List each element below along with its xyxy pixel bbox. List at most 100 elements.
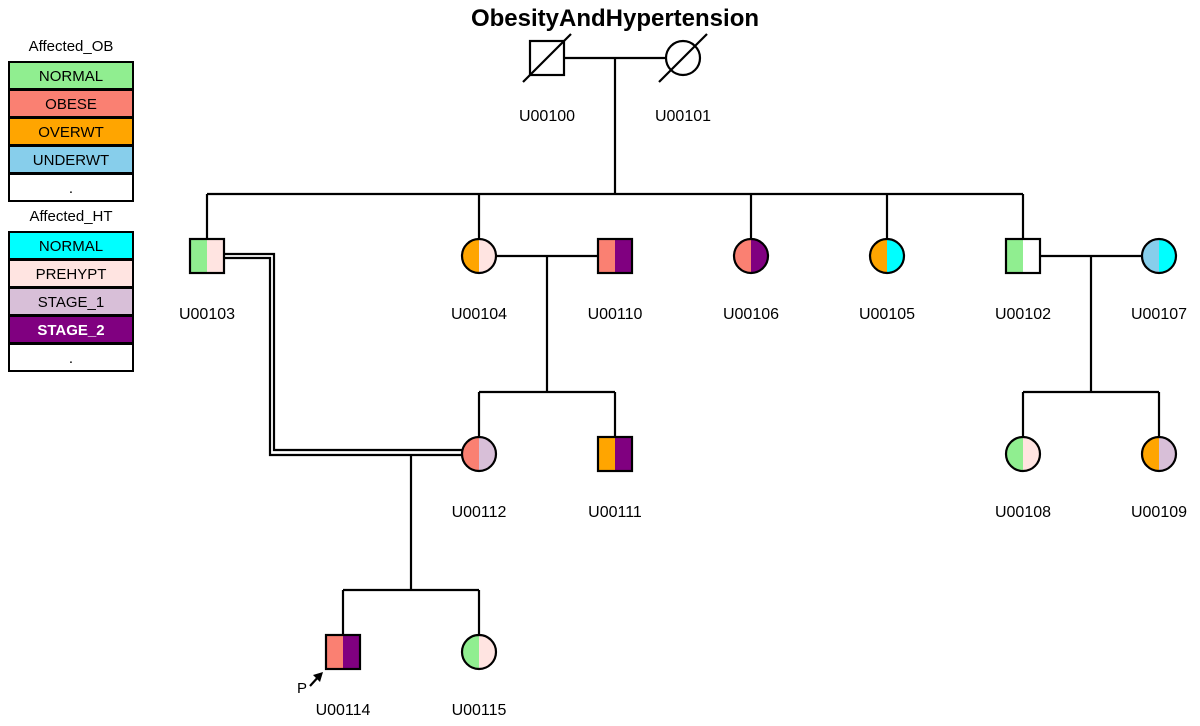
obesity-status-fill — [1142, 437, 1159, 471]
individual-id-label: U00109 — [1131, 504, 1187, 521]
legend-swatch — [8, 287, 134, 316]
obesity-status-fill — [598, 239, 615, 273]
obesity-status-fill — [734, 239, 751, 273]
legend-label: . — [69, 180, 73, 197]
deceased-slash — [522, 33, 572, 83]
obesity-status-fill — [326, 635, 343, 669]
legend-label: . — [69, 350, 73, 367]
legend-entry: UNDERWT — [8, 145, 134, 174]
legend-label: STAGE_2 — [37, 322, 104, 339]
individual-id-label: U00108 — [995, 504, 1051, 521]
deceased-slash — [658, 33, 708, 83]
hypertension-status-fill — [615, 239, 632, 273]
relationship-lines — [205, 56, 1161, 635]
obesity-status-fill — [870, 239, 887, 273]
legend-swatch — [8, 231, 134, 260]
hypertension-status-fill — [751, 239, 768, 273]
individual-u00108: U00108 — [995, 435, 1051, 521]
legend-entry: PREHYPT — [8, 259, 134, 288]
proband-label: P — [297, 680, 307, 697]
legend-entry: OBESE — [8, 89, 134, 118]
proband-arrow-head — [313, 672, 323, 682]
individual-id-label: U00114 — [316, 702, 371, 719]
individual-id-label: U00115 — [452, 702, 507, 719]
hypertension-status-fill — [343, 635, 360, 669]
legend-entry: NORMAL — [8, 231, 134, 260]
legend-entry: NORMAL — [8, 61, 134, 90]
male-square — [596, 237, 634, 275]
male-square — [324, 633, 362, 671]
pedigree-title: ObesityAndHypertension — [471, 5, 759, 32]
male-square — [1004, 237, 1042, 275]
individual-u00107: U00107 — [1131, 237, 1187, 323]
individual-u00109: U00109 — [1131, 435, 1187, 521]
consanguineous-line — [224, 256, 462, 457]
hypertension-status-fill — [479, 239, 496, 273]
hypertension-status-fill — [1023, 437, 1040, 471]
obesity-status-fill — [462, 437, 479, 471]
legend-entry: . — [8, 343, 134, 372]
legend-label: NORMAL — [39, 238, 103, 255]
hypertension-status-fill — [683, 41, 700, 75]
individual-id-label: U00102 — [995, 306, 1051, 323]
hypertension-status-fill — [207, 239, 224, 273]
hypertension-status-fill — [479, 635, 496, 669]
individual-id-label: U00103 — [179, 306, 235, 323]
obesity-status-fill — [530, 41, 547, 75]
consanguineous-line — [224, 252, 462, 452]
individual-id-label: U00101 — [655, 108, 711, 125]
individual-u00105: U00105 — [859, 237, 915, 323]
legend-label: STAGE_1 — [38, 294, 104, 311]
proband-marker: P — [297, 672, 323, 697]
individual-u00106: U00106 — [723, 237, 779, 323]
legend-label: NORMAL — [39, 68, 103, 85]
individual-u00103: U00103 — [179, 237, 235, 323]
female-circle — [1140, 237, 1178, 275]
individual-id-label: U00111 — [588, 504, 642, 521]
hypertension-status-fill — [615, 437, 632, 471]
legend-entry: . — [8, 173, 134, 202]
legend-entry: STAGE_1 — [8, 287, 134, 316]
legend-entry: STAGE_2 — [8, 315, 134, 344]
female-circle — [460, 237, 498, 275]
male-square — [596, 435, 634, 473]
hypertension-status-fill — [1023, 239, 1040, 273]
obesity-status-fill — [1142, 239, 1159, 273]
female-circle — [1140, 435, 1178, 473]
male-square — [188, 237, 226, 275]
individual-u00100: U00100 — [519, 33, 575, 125]
legend-swatch — [8, 343, 134, 372]
individual-id-label: U00107 — [1131, 306, 1187, 323]
legend-swatch — [8, 145, 134, 174]
female-circle — [664, 39, 702, 77]
hypertension-status-fill — [1159, 437, 1176, 471]
obesity-status-fill — [190, 239, 207, 273]
legend-label: PREHYPT — [36, 266, 107, 283]
individual-id-label: U00104 — [451, 306, 507, 323]
individual-u00102: U00102 — [995, 237, 1051, 323]
individual-id-label: U00106 — [723, 306, 779, 323]
female-circle — [1004, 435, 1042, 473]
legend-label: OBESE — [45, 96, 97, 113]
obesity-status-fill — [1006, 437, 1023, 471]
female-circle — [460, 633, 498, 671]
female-circle — [460, 435, 498, 473]
obesity-status-fill — [462, 239, 479, 273]
individual-u00115: U00115 — [452, 633, 507, 719]
legend-title: Affected_OB — [29, 38, 114, 55]
legend-label: UNDERWT — [33, 152, 109, 169]
obesity-status-fill — [462, 635, 479, 669]
hypertension-status-fill — [547, 41, 564, 75]
individual-id-label: U00105 — [859, 306, 915, 323]
hypertension-status-fill — [1159, 239, 1176, 273]
individual-u00111: U00111 — [588, 435, 642, 521]
obesity-status-fill — [598, 437, 615, 471]
individual-u00104: U00104 — [451, 237, 507, 323]
legend-swatch — [8, 173, 134, 202]
obesity-status-fill — [1006, 239, 1023, 273]
legend-title: Affected_HT — [29, 208, 112, 225]
individual-u00101: U00101 — [655, 33, 711, 125]
